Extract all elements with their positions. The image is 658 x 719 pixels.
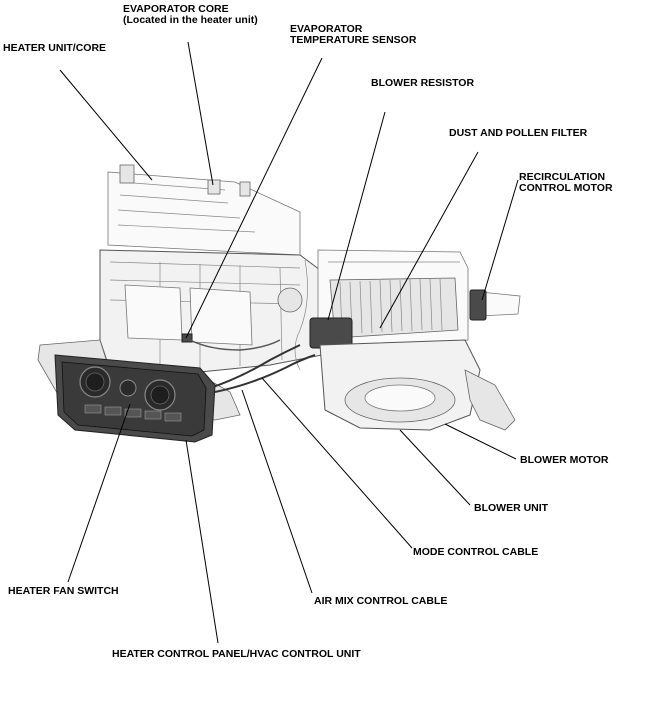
label-heater-fan-switch: HEATER FAN SWITCH	[8, 585, 119, 597]
blower-unit-housing	[294, 249, 521, 431]
hvac-assembly-illustration	[37, 164, 521, 443]
leader-heater-unit-core	[59, 69, 153, 181]
leader-blower-unit	[399, 429, 471, 506]
label-evaporator-core-line2: (Located in the heater unit)	[123, 14, 258, 26]
label-evaporator-core-line1: EVAPORATOR CORE	[123, 3, 229, 15]
label-blower-unit: BLOWER UNIT	[474, 502, 549, 514]
label-evap-temp-sensor-line2: TEMPERATURE SENSOR	[290, 34, 417, 46]
label-evap-temp-sensor-line1: EVAPORATOR	[290, 23, 363, 35]
label-heater-control-panel: HEATER CONTROL PANEL/HVAC CONTROL UNIT	[112, 648, 361, 660]
heater-control-panel-illustration	[54, 354, 216, 443]
leader-dust-pollen-filter	[379, 151, 479, 329]
leader-air-mix-cable	[241, 389, 313, 594]
leader-blower-motor	[444, 423, 517, 460]
leader-evaporator-core	[187, 41, 214, 186]
leader-mode-control-cable	[261, 377, 413, 549]
leader-heater-control-panel	[185, 439, 219, 644]
leader-recirc-motor	[481, 179, 519, 301]
callout-labels: EVAPORATOR CORE (Located in the heater u…	[3, 3, 613, 660]
label-blower-motor: BLOWER MOTOR	[520, 454, 609, 466]
label-dust-pollen-filter: DUST AND POLLEN FILTER	[449, 127, 588, 139]
leader-heater-fan-switch	[67, 403, 131, 583]
label-heater-unit-core: HEATER UNIT/CORE	[3, 42, 106, 54]
leader-blower-resistor	[327, 111, 386, 321]
control-cables	[189, 339, 316, 393]
label-recirc-motor-line1: RECIRCULATION	[519, 171, 605, 183]
label-recirc-motor-line2: CONTROL MOTOR	[519, 182, 613, 194]
leader-evap-temp-sensor	[185, 57, 323, 339]
label-mode-control-cable: MODE CONTROL CABLE	[413, 546, 538, 558]
leader-lines	[59, 41, 519, 644]
label-blower-resistor: BLOWER RESISTOR	[371, 77, 474, 89]
label-air-mix-control-cable: AIR MIX CONTROL CABLE	[314, 595, 447, 607]
